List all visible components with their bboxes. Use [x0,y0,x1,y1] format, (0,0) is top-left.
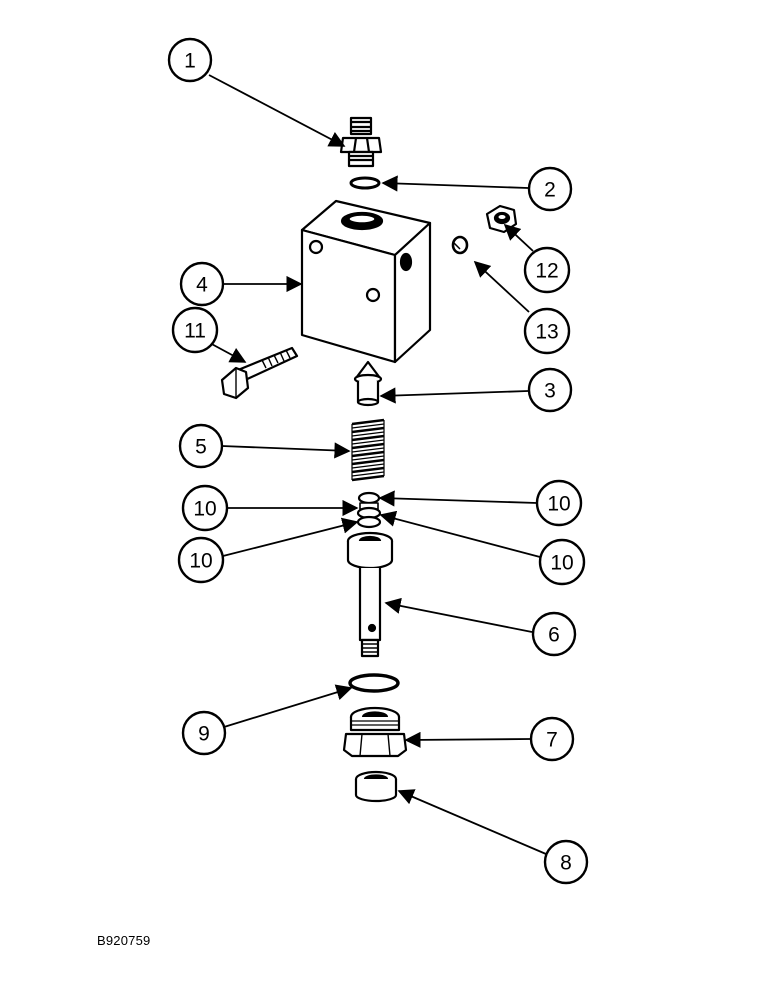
part-cap [354,770,398,803]
callout-3: 3 [527,367,573,413]
callout-label: 3 [544,380,556,403]
part-bolt [220,346,299,400]
callout-4: 4 [179,261,225,307]
callout-label: 8 [560,852,572,875]
callout-7: 7 [529,716,575,762]
callout-10c: 10 [177,536,225,584]
callout-label: 12 [535,260,558,283]
callout-8: 8 [543,839,589,885]
callout-label: 13 [535,321,558,344]
callout-12: 12 [523,246,571,294]
callout-11: 11 [171,306,219,354]
leader-9 [223,684,353,728]
callout-10a: 10 [181,484,229,532]
leader-1 [208,74,346,147]
leader-12 [503,223,534,252]
callout-10b: 10 [535,479,583,527]
leader-11 [207,341,247,363]
part-fitting [339,116,383,168]
part-valve-body [300,199,432,364]
part-o-ring-bottom [348,673,400,693]
callout-9: 9 [181,710,227,756]
callout-label: 5 [195,436,207,459]
callout-10d: 10 [538,538,586,586]
leader-10d [379,510,541,558]
part-o-ring-top [349,176,381,190]
callout-label: 10 [193,498,216,521]
callout-label: 1 [184,50,196,73]
leader-7 [404,731,531,748]
leader-8 [397,789,547,855]
callout-label: 7 [546,729,558,752]
leader-10b [378,490,538,507]
part-stem [346,531,394,658]
callout-label: 2 [544,179,556,202]
callout-label: 4 [196,274,208,297]
callout-1: 1 [167,37,213,83]
part-plug [342,706,408,758]
part-seal-stack [356,491,382,529]
callout-label: 10 [189,550,212,573]
leader-2 [381,175,529,192]
callout-6: 6 [531,611,577,657]
leader-5 [221,442,351,459]
callout-2: 2 [527,166,573,212]
drawing-reference-number: B920759 [97,933,151,948]
leader-6 [384,597,533,633]
callout-label: 10 [550,552,573,575]
part-lock-washer [451,235,469,255]
part-nut [485,204,518,234]
callout-13: 13 [523,307,571,355]
part-spring [351,418,385,482]
leader-lines [207,74,547,855]
leader-13 [473,260,530,313]
callout-label: 11 [184,320,206,343]
callout-5: 5 [178,423,224,469]
part-poppet [353,360,383,407]
leader-3 [379,387,529,404]
callout-label: 10 [547,493,570,516]
leader-10c [222,517,359,557]
callout-label: 6 [548,624,560,647]
callout-label: 9 [198,723,210,746]
